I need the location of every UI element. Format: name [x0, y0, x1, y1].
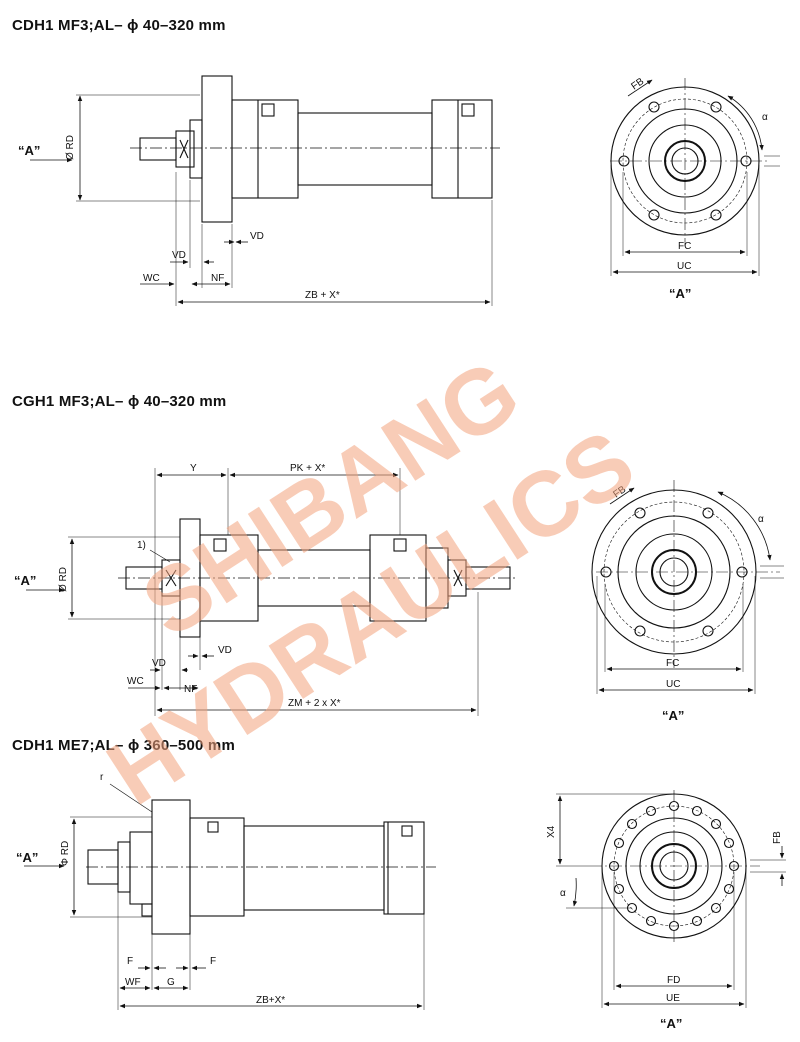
ue-label: UE [666, 993, 680, 1004]
cgh1-mf3-side-dimensions [26, 468, 479, 716]
fb-label: FB [629, 76, 646, 93]
rd-label: Φ RD [60, 841, 71, 866]
vd-label: VD [218, 645, 232, 656]
uc-label: UC [666, 679, 680, 690]
cdh1-mf3-side-view [130, 75, 500, 223]
alpha-label: α [758, 514, 764, 525]
alpha-label: α [560, 888, 566, 899]
wc-label: WC [143, 273, 160, 284]
cdh1-me7-side-dimensions [24, 783, 425, 1010]
x4-label: X4 [546, 825, 557, 838]
vd-label: VD [172, 250, 186, 261]
cdh1-mf3-side-labels: “A” Ø RD VD VD WC NF ZB + X* [18, 135, 340, 301]
alpha-label: α [762, 112, 768, 123]
uc-label: UC [677, 261, 691, 272]
cgh1-mf3-end-dimensions [596, 487, 784, 694]
cgh1-mf3-side-labels: Y PK + X* 1) “A” Ø RD VD VD WC NF ZM + 2… [14, 463, 341, 709]
cdh1-mf3-end-labels: FB α FC UC “A” [629, 76, 768, 301]
view-a-label: “A” [14, 573, 36, 588]
zb-x-label: ZB+X* [256, 995, 285, 1006]
view-a-label: “A” [660, 1016, 682, 1031]
section-title-cgh1-mf3: CGH1 MF3;AL– ϕ 40–320 mm [12, 393, 227, 410]
fb-label: FB [772, 831, 783, 844]
rd-label: Ø RD [65, 135, 76, 160]
f-label: F [127, 956, 133, 967]
rd-label: Ø RD [58, 567, 69, 592]
pk-x-label: PK + X* [290, 463, 325, 474]
y-label: Y [190, 463, 197, 474]
cdh1-me7-side-labels: r “A” Φ RD F F WF G ZB+X* [16, 772, 285, 1006]
nf-label: NF [184, 684, 197, 695]
vd-label: VD [250, 231, 264, 242]
view-a-label: “A” [669, 286, 691, 301]
zb-x-label: ZB + X* [305, 290, 340, 301]
cdh1-me7-end-view [590, 790, 760, 944]
cgh1-mf3-side-view [118, 518, 518, 638]
cdh1-mf3-side-dimensions [30, 94, 493, 306]
cgh1-mf3-end-labels: FB α FC UC “A” [611, 484, 764, 723]
fc-label: FC [678, 241, 691, 252]
fd-label: FD [667, 975, 680, 986]
section-title-cdh1-me7: CDH1 ME7;AL– ϕ 360–500 mm [12, 737, 235, 754]
wc-label: WC [127, 676, 144, 687]
view-a-label: “A” [18, 143, 40, 158]
zm-2x-label: ZM + 2 x X* [288, 698, 341, 709]
g-label: G [167, 977, 175, 988]
vd-label: VD [152, 658, 166, 669]
cdh1-mf3-end-dimensions [610, 79, 780, 276]
f-label: F [210, 956, 216, 967]
fc-label: FC [666, 658, 679, 669]
cdh1-me7-end-dimensions [556, 793, 786, 1008]
cgh1-mf3-end-view [591, 480, 780, 668]
r-label: r [100, 772, 104, 783]
wf-label: WF [125, 977, 141, 988]
watermark: SHIBANG HYDRAULICS [90, 340, 651, 825]
nf-label: NF [211, 273, 224, 284]
section-title-cdh1-mf3: CDH1 MF3;AL– ϕ 40–320 mm [12, 17, 226, 34]
cdh1-mf3-end-view [610, 78, 770, 246]
view-a-label: “A” [16, 850, 38, 865]
view-a-label: “A” [662, 708, 684, 723]
note-1-label: 1) [137, 540, 146, 551]
cdh1-me7-end-labels: X4 FB α FD UE “A” [546, 825, 783, 1031]
cdh1-me7-side-view [86, 799, 436, 935]
